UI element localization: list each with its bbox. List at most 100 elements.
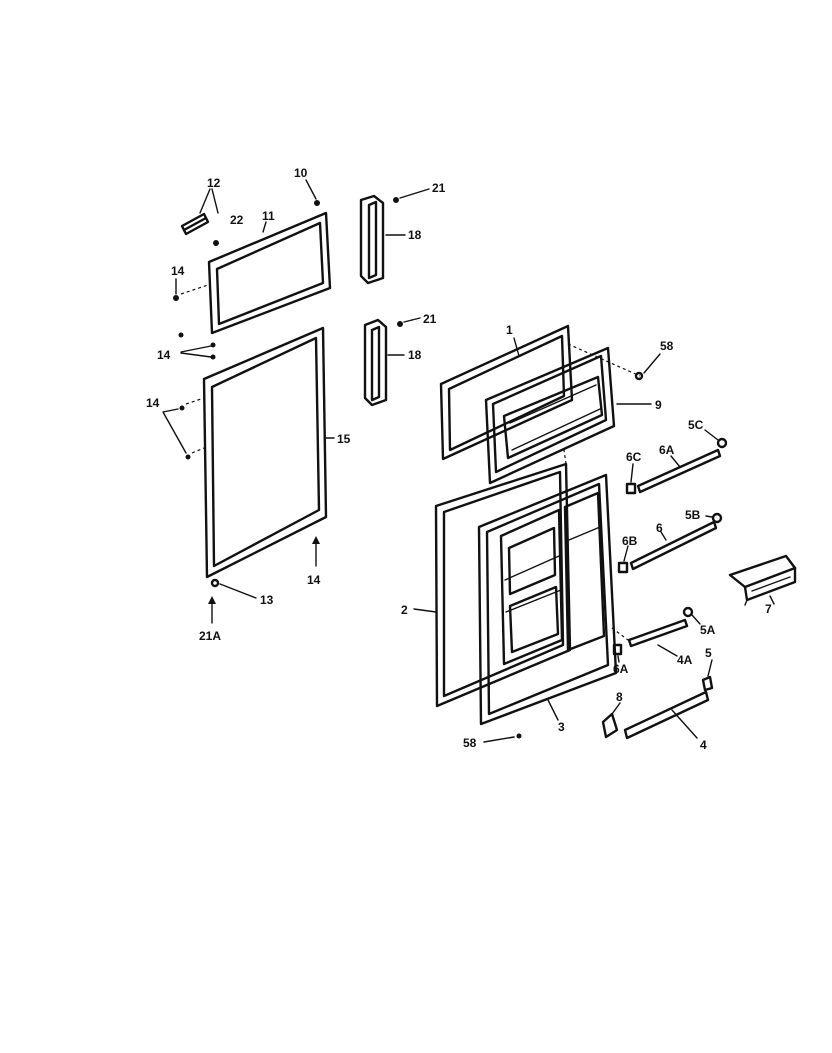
leader-6c [630,463,634,483]
leader-13 [219,583,257,599]
door-handle-18-lower [363,318,388,407]
callout-15: 15 [337,432,351,446]
leader-2 [413,608,437,613]
callout-18-bottom: 18 [408,348,422,362]
callout-21a: 21A [199,629,221,643]
screw-14-mid-b [210,342,216,348]
screw-21-upper [393,197,399,203]
dashed-58-top [567,343,641,377]
arrow-14-bottom [312,536,320,544]
fresh-food-door-liner-3 [477,473,618,726]
screw-14-left-b [185,454,191,460]
end-cap-5b [711,512,723,524]
callout-22: 22 [230,213,244,227]
freezer-door-panel-1 [439,324,574,461]
leader-5 [707,659,713,677]
leader-4 [671,709,698,739]
callout-14-b: 14 [157,348,171,362]
leader-7 [769,595,775,605]
leader-12 [199,188,219,214]
callout-14-a: 14 [171,264,185,278]
bushing-13 [210,578,220,588]
callout-6c: 6C [626,450,642,464]
leader-6b [623,545,629,562]
callout-14-d: 14 [307,573,321,587]
callout-6a-mid: 6A [613,662,629,676]
leader-14-left [162,408,187,454]
callout-6: 6 [656,521,663,535]
dashed-14-upper [180,284,209,295]
end-cap-5 [701,675,714,692]
callout-1: 1 [506,323,513,337]
callout-14-c: 14 [146,396,160,410]
shelf-bar-6 [629,520,718,571]
end-cap-8 [601,712,619,739]
freezer-door-liner-9 [484,346,616,485]
clip-6b [617,561,629,574]
callout-13: 13 [260,593,274,607]
screw-10 [314,200,320,206]
shelf-bar-6a-top [636,448,722,494]
leader-58-bottom [483,736,515,743]
leader-6a-top [670,455,681,468]
callout-58-top: 58 [660,339,674,353]
screw-22 [213,240,219,246]
door-handle-18-upper [359,194,385,285]
callout-58-bottom: 58 [463,736,477,750]
end-cap-5a [682,606,694,618]
fresh-food-door-gasket-15 [202,326,328,579]
leader-5b [705,515,713,518]
handle-trim-7 [728,554,797,606]
callout-5: 5 [705,646,712,660]
callout-11: 11 [262,209,275,223]
leader-58-top [643,353,661,374]
leader-21-upper [399,188,430,199]
callout-6b: 6B [622,534,638,548]
callout-3: 3 [558,720,565,734]
leader-10 [305,179,317,200]
leader-11 [262,221,267,233]
callout-10: 10 [294,166,308,180]
callout-8: 8 [616,690,623,704]
leader-4a [657,644,678,657]
shelf-bar-4 [623,690,710,740]
dashed-door-link [563,449,567,465]
leader-5a [691,614,701,625]
callout-6a-top: 6A [659,443,675,457]
leader-14-mid [180,345,212,358]
hinge-bracket-12 [180,212,210,236]
screw-58-bottom [516,733,522,739]
callout-7: 7 [765,602,772,616]
screw-14-left-a [179,405,185,411]
leader-8 [611,702,621,715]
freezer-door-gasket-11 [207,211,332,335]
callout-4a: 4A [677,653,693,667]
screw-14-upper [173,295,179,301]
leader-6a-mid [617,655,620,663]
callout-5b: 5B [685,508,701,522]
leader-5c [704,429,719,441]
leader-6 [660,531,667,541]
screw-14-mid-a [178,332,184,338]
leader-21-lower [403,317,421,323]
arrow-21a [208,596,216,604]
leader-3 [547,699,559,721]
callout-18-top: 18 [408,228,422,242]
callout-21-bottom: 21 [423,312,437,326]
screw-58-top [634,371,644,381]
shelf-bar-4a [627,618,689,648]
dashed-14-left [185,397,205,454]
clip-6a-mid [612,643,623,656]
callout-2: 2 [401,603,408,617]
leader-1 [513,337,520,357]
end-cap-5c [716,437,728,449]
screw-14-mid-c [210,354,216,360]
callout-21-top: 21 [432,181,446,195]
callout-12: 12 [207,176,221,190]
callout-4: 4 [700,738,707,752]
callout-9: 9 [655,398,662,412]
clip-6c [625,482,637,495]
screw-21-lower [397,321,403,327]
callout-5c: 5C [688,418,704,432]
